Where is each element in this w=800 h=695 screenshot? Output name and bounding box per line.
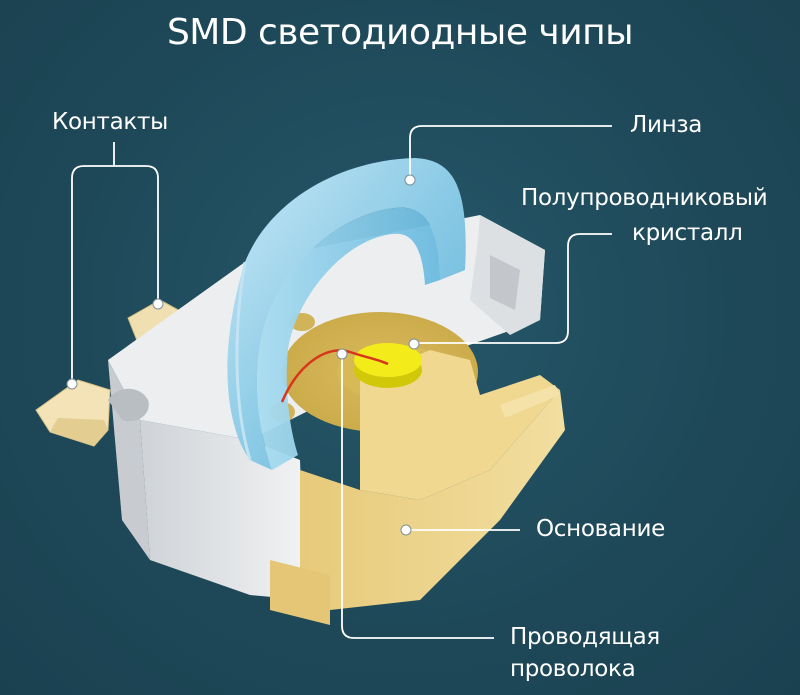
diagram-title: SMD светодиодные чипы (166, 12, 634, 53)
housing-right-notch (490, 255, 520, 310)
lens (227, 158, 466, 470)
dot-base (400, 524, 412, 536)
leader-lens (409, 125, 612, 178)
label-wire-line2: проволока (510, 656, 636, 682)
label-contacts: Контакты (52, 109, 168, 135)
lens-edge (235, 261, 252, 461)
leader-lines (71, 125, 612, 639)
base-front (300, 390, 565, 610)
dot-contact-back (152, 298, 164, 310)
base-top (360, 350, 560, 500)
base-lower-step (270, 560, 330, 625)
leader-crystal (414, 233, 612, 344)
label-base: Основание (536, 516, 665, 542)
label-lens: Линза (630, 112, 703, 138)
contact-tabs (35, 299, 183, 447)
leader-wire (341, 354, 494, 639)
base-step-top (500, 385, 560, 418)
label-crystal-line1: Полупроводниковый (521, 185, 768, 211)
leader-contacts (71, 142, 159, 382)
lens-inner (257, 207, 440, 470)
dot-crystal (408, 338, 420, 350)
chip (354, 343, 422, 388)
contact-tab-front-shade (50, 418, 108, 446)
leader-dots (66, 174, 420, 536)
dot-lens (404, 174, 416, 186)
label-wire-line1: Проводящая (510, 624, 660, 650)
lens-outer (227, 158, 466, 470)
chip-top (354, 343, 422, 377)
bond-wire (280, 349, 389, 403)
dot-wire (336, 348, 348, 360)
base (270, 350, 565, 625)
housing-notch (108, 388, 149, 422)
label-crystal-line2: кристалл (632, 220, 743, 246)
dot-contact-front (66, 378, 78, 390)
